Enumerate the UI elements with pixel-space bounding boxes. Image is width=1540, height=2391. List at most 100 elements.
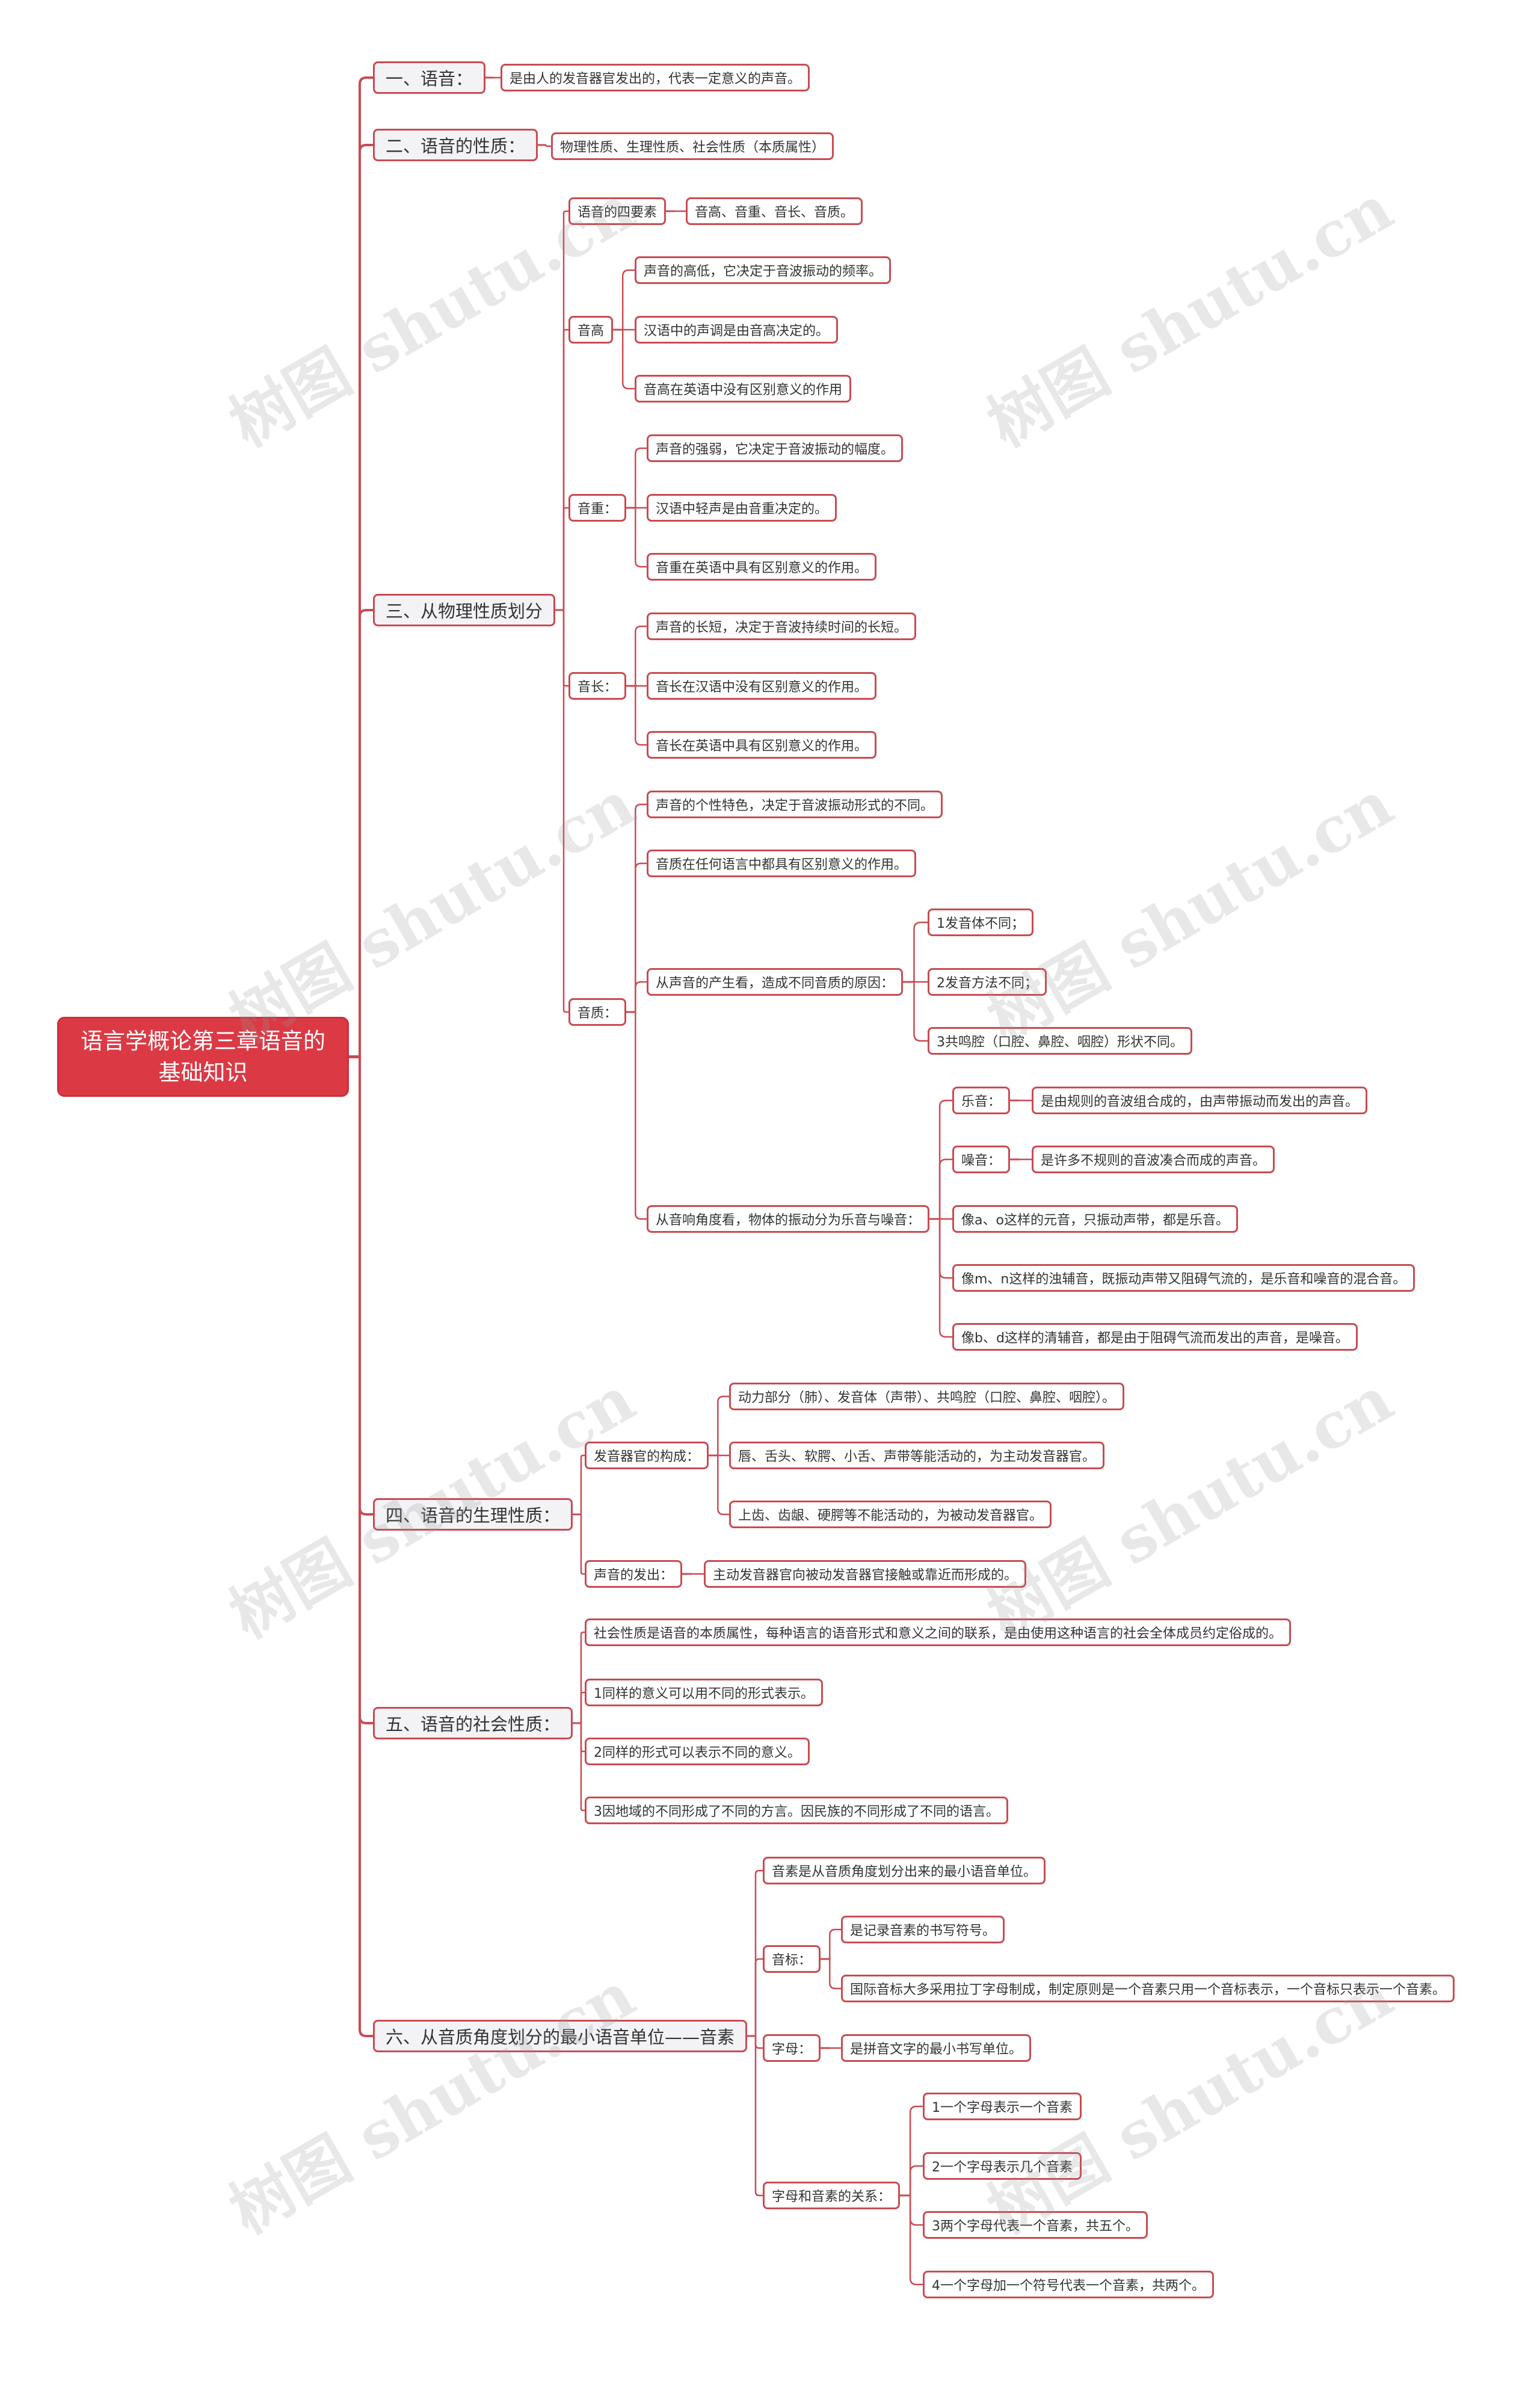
- stress-chinese-neutral-tone[interactable]: 汉语中轻声是由音重决定的。: [647, 494, 837, 522]
- branch-physiological-properties[interactable]: 四、语音的生理性质：: [373, 1498, 573, 1531]
- timbre-causes[interactable]: 从声音的产生看，造成不同音质的原因：: [647, 968, 904, 996]
- letter-phoneme-relation[interactable]: 字母和音素的关系：: [763, 2182, 901, 2209]
- connector-line: [717, 1455, 729, 1516]
- duration-chinese[interactable]: 音长在汉语中没有区别意义的作用。: [647, 672, 877, 700]
- social-point-3[interactable]: 3因地域的不同形成了不同的方言。因民族的不同形成了不同的语言。: [585, 1797, 1008, 1824]
- branch-speech-properties[interactable]: 二、语音的性质：: [373, 129, 538, 161]
- four-elements[interactable]: 语音的四要素: [568, 197, 667, 225]
- vowel-example[interactable]: 像a、o这样的元音，只振动声带，都是乐音。: [952, 1205, 1238, 1233]
- connector-line: [562, 507, 568, 610]
- ipa-principle[interactable]: 国际音标大多采用拉丁字母制成，制定原则是一个音素只用一个音标表示，一个音标只表示…: [841, 1975, 1455, 2002]
- musical-vs-noise[interactable]: 从音响角度看，物体的振动分为乐音与噪音：: [647, 1205, 930, 1233]
- active-organs[interactable]: 唇、舌头、软腭、小舌、声带等能活动的，为主动发音器官。: [729, 1442, 1105, 1469]
- letter[interactable]: 字母：: [763, 2034, 821, 2062]
- cause-vibrator[interactable]: 1发音体不同；: [928, 909, 1033, 936]
- connector-line: [913, 921, 928, 982]
- branch-speech-definition[interactable]: 一、语音：: [373, 61, 486, 94]
- letter-definition[interactable]: 是拼音文字的最小书写单位。: [841, 2034, 1032, 2062]
- duration-english[interactable]: 音长在英语中具有区别意义的作用。: [647, 731, 877, 759]
- vocal-organs-components[interactable]: 动力部分（肺）、发音体（声带）、共鸣腔（口腔、鼻腔、咽腔）。: [729, 1383, 1125, 1410]
- pitch-chinese-tone[interactable]: 汉语中的声调是由音高决定的。: [635, 316, 839, 344]
- connector-line: [909, 2195, 923, 2286]
- noise[interactable]: 噪音：: [952, 1146, 1011, 1173]
- connector-line: [909, 2105, 923, 2195]
- pitch-english[interactable]: 音高在英语中没有区别意义的作用: [635, 375, 852, 403]
- connector-line: [635, 862, 647, 1012]
- connector-line: [635, 686, 647, 746]
- branch-social-properties[interactable]: 五、语音的社会性质：: [373, 1707, 573, 1739]
- connector-line: [635, 625, 647, 686]
- social-essential[interactable]: 社会性质是语音的本质属性，每种语言的语音形式和意义之间的联系，是由使用这种语言的…: [585, 1618, 1292, 1646]
- connector-line: [754, 2036, 763, 2049]
- connector-line: [562, 329, 568, 610]
- connector-line: [829, 1959, 841, 1990]
- connector-line: [635, 981, 647, 1012]
- branch-physical-properties[interactable]: 三、从物理性质划分: [373, 594, 556, 626]
- sound-production-text[interactable]: 主动发音器官向被动发音器官接触或靠近而形成的。: [704, 1560, 1027, 1588]
- duration[interactable]: 音长：: [568, 672, 627, 700]
- root-topic[interactable]: 语言学概论第三章语音的 基础知识: [57, 1017, 349, 1097]
- voiceless-consonant-example[interactable]: 像b、d这样的清辅音，都是由于阻碍气流而发出的声音，是噪音。: [952, 1323, 1358, 1351]
- speech-definition-text[interactable]: 是由人的发音器官发出的，代表一定意义的声音。: [500, 64, 810, 91]
- connector-line: [754, 1869, 763, 2036]
- root-title-line-2: 基础知识: [158, 1059, 248, 1085]
- voiced-consonant-example[interactable]: 像m、n这样的浊辅音，既振动声带又阻碍气流的，是乐音和噪音的混合音。: [952, 1264, 1415, 1292]
- connector-line: [580, 1723, 585, 1812]
- social-point-1[interactable]: 1同样的意义可以用不同的形式表示。: [585, 1679, 823, 1706]
- watermark: 树图 shutu.cn: [975, 766, 1405, 1057]
- phoneme-definition[interactable]: 音素是从音质角度划分出来的最小语音单位。: [763, 1857, 1046, 1884]
- cause-resonator[interactable]: 3共鸣腔（口腔、鼻腔、咽腔）形状不同。: [928, 1027, 1192, 1055]
- connector-line: [359, 1057, 373, 1724]
- watermark: 树图 shutu.cn: [217, 1957, 647, 2248]
- phonetic-symbol[interactable]: 音标：: [763, 1945, 821, 1973]
- timbre-definition[interactable]: 声音的个性特色，决定于音波振动形式的不同。: [647, 791, 943, 818]
- connector-line: [562, 610, 568, 687]
- timbre[interactable]: 音质：: [568, 998, 627, 1026]
- vocal-organs[interactable]: 发音器官的构成：: [585, 1442, 709, 1469]
- connector-line: [562, 210, 568, 610]
- connector-line: [909, 2165, 923, 2195]
- connector-line: [913, 982, 928, 1042]
- connector-line: [635, 803, 647, 1012]
- connector-line: [938, 1158, 952, 1219]
- connector-line: [938, 1219, 952, 1338]
- sound-production[interactable]: 声音的发出：: [585, 1560, 683, 1588]
- connector-line: [938, 1219, 952, 1279]
- speech-properties-text[interactable]: 物理性质、生理性质、社会性质（本质属性）: [551, 132, 834, 160]
- branch-phoneme[interactable]: 六、从音质角度划分的最小语音单位——音素: [373, 2020, 748, 2052]
- four-elements-list[interactable]: 音高、音重、音长、音质。: [686, 197, 863, 225]
- relation-4[interactable]: 4一个字母加一个符号代表一个音素，共两个。: [923, 2271, 1214, 2298]
- stress-english[interactable]: 音重在英语中具有区别意义的作用。: [647, 553, 877, 581]
- stress-definition[interactable]: 声音的强弱，它决定于音波振动的幅度。: [647, 434, 904, 462]
- connector-line: [562, 610, 568, 1013]
- stress[interactable]: 音重：: [568, 494, 627, 522]
- connector-line: [635, 1012, 647, 1220]
- cause-method[interactable]: 2发音方法不同；: [928, 968, 1047, 996]
- pitch-definition[interactable]: 声音的高低，它决定于音波振动的频率。: [635, 256, 892, 284]
- root-title-line-1: 语言学概论第三章语音的: [81, 1028, 325, 1054]
- connector-line: [545, 145, 551, 147]
- connector-line: [359, 609, 373, 1057]
- connector-line: [717, 1395, 729, 1455]
- connector-line: [359, 1057, 373, 1516]
- musical-sound-definition[interactable]: 是由规则的音波组合成的，由声带振动而发出的声音。: [1032, 1087, 1368, 1114]
- noise-definition[interactable]: 是许多不规则的音波凑合而成的声音。: [1032, 1146, 1275, 1173]
- phonetic-symbol-definition[interactable]: 是记录音素的书写符号。: [841, 1916, 1005, 1943]
- connector-line: [829, 1928, 841, 1959]
- musical-sound[interactable]: 乐音：: [952, 1087, 1011, 1114]
- social-point-2[interactable]: 2同样的形式可以表示不同的意义。: [585, 1738, 810, 1765]
- connector-line: [359, 1057, 373, 2037]
- connector-line: [754, 1958, 763, 2036]
- timbre-all-languages[interactable]: 音质在任何语言中都具有区别意义的作用。: [647, 850, 917, 877]
- connector-line: [754, 2036, 763, 2197]
- passive-organs[interactable]: 上齿、齿龈、硬腭等不能活动的，为被动发音器官。: [729, 1501, 1052, 1528]
- connector-line: [621, 330, 635, 390]
- connector-line: [909, 2195, 923, 2226]
- relation-2[interactable]: 2一个字母表示几个音素: [923, 2152, 1082, 2180]
- connector-line: [938, 1099, 952, 1219]
- relation-3[interactable]: 3两个字母代表一个音素，共五个。: [923, 2211, 1148, 2239]
- duration-definition[interactable]: 声音的长短，决定于音波持续时间的长短。: [647, 612, 917, 640]
- relation-1[interactable]: 1一个字母表示一个音素: [923, 2093, 1082, 2120]
- pitch[interactable]: 音高: [568, 316, 614, 344]
